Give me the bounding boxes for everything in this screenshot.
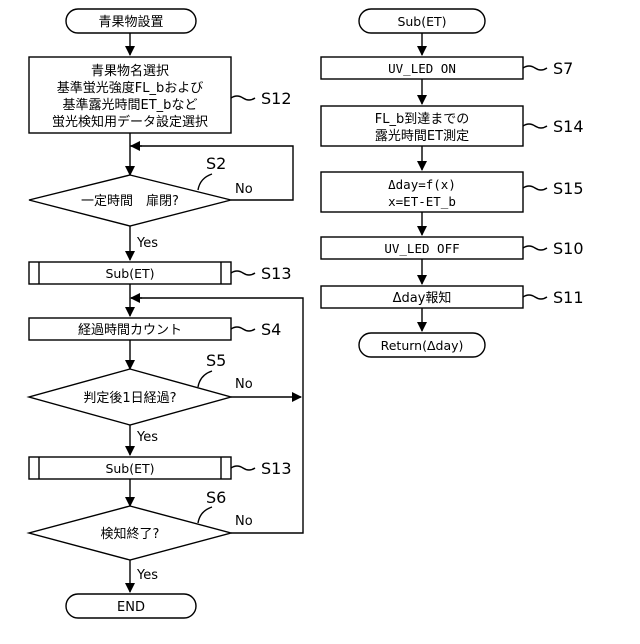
s10-text: UV_LED OFF bbox=[384, 241, 459, 256]
s15-step-label: S15 bbox=[553, 179, 584, 198]
s13b-step-label: S13 bbox=[261, 459, 292, 478]
s7-text: UV_LED ON bbox=[388, 61, 456, 76]
s5-decision-text: 判定後1日経過? bbox=[83, 391, 176, 406]
s4-text: 経過時間カウント bbox=[78, 323, 182, 338]
s15-line-2: x=ET-ET_b bbox=[388, 194, 456, 209]
s2-decision-text: 一定時間 扉閉? bbox=[81, 193, 179, 209]
s6-decision-text: 検知終了? bbox=[101, 526, 160, 542]
s15-line-1: Δday=f(x) bbox=[388, 177, 456, 192]
s2-no-label: No bbox=[235, 182, 253, 197]
s12-line-3: 基準露光時間ET_bなど bbox=[63, 97, 198, 113]
s12-line-4: 蛍光検知用データ設定選択 bbox=[52, 114, 208, 130]
s14-line-1: FL_b到達までの bbox=[375, 112, 469, 127]
s13a-text: Sub(ET) bbox=[105, 266, 154, 281]
s12-line-2: 基準蛍光強度FL_bおよび bbox=[57, 80, 203, 96]
s5-step-label: S5 bbox=[206, 351, 226, 370]
s11-text: Δday報知 bbox=[393, 290, 452, 306]
s5-yes-label: Yes bbox=[136, 430, 158, 445]
return-label: Return(Δday) bbox=[381, 338, 464, 353]
s13a-step-label: S13 bbox=[261, 264, 292, 283]
s7-step-label: S7 bbox=[553, 59, 573, 78]
s13b-text: Sub(ET) bbox=[105, 461, 154, 476]
s6-no-label: No bbox=[235, 514, 253, 529]
s10-step-label: S10 bbox=[553, 239, 584, 258]
s6-yes-label: Yes bbox=[136, 568, 158, 583]
s12-line-1: 青果物名選択 bbox=[91, 63, 169, 79]
s5-no-label: No bbox=[235, 377, 253, 392]
s12-step-label: S12 bbox=[261, 89, 292, 108]
s11-step-label: S11 bbox=[553, 288, 584, 307]
s2-step-label: S2 bbox=[206, 154, 226, 173]
s14-step-label: S14 bbox=[553, 117, 584, 136]
end-label: END bbox=[117, 600, 145, 615]
sub-start-label: Sub(ET) bbox=[397, 14, 446, 29]
s2-yes-label: Yes bbox=[136, 236, 158, 251]
s6-step-label: S6 bbox=[206, 488, 226, 507]
s14-line-2: 露光時間ET測定 bbox=[375, 129, 469, 144]
s4-step-label: S4 bbox=[261, 320, 281, 339]
start-label: 青果物設置 bbox=[98, 14, 163, 30]
